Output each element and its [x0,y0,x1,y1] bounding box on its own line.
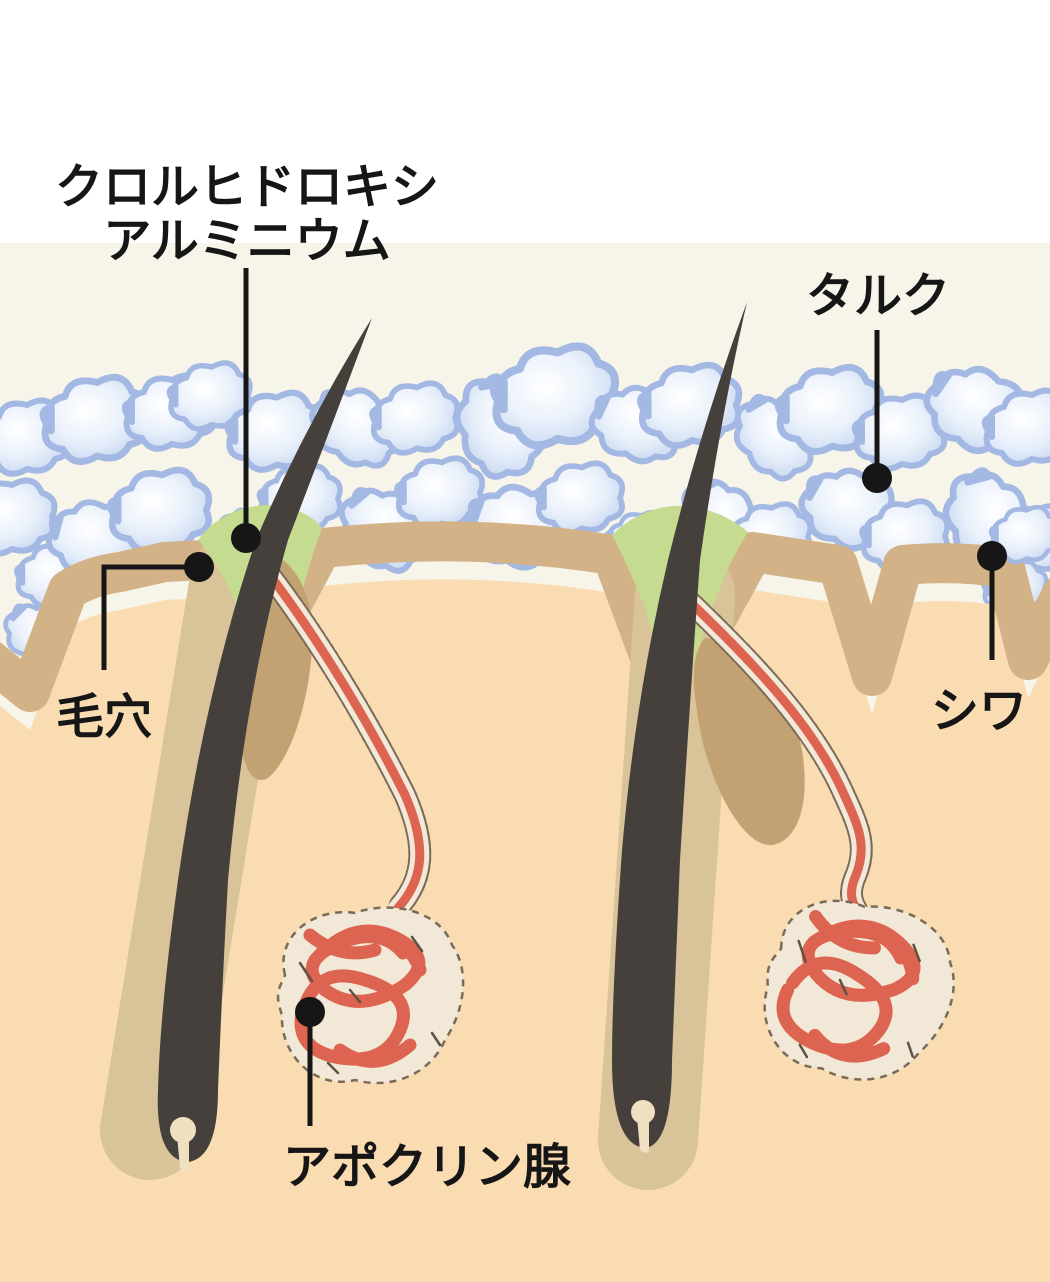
wrinkle-label-text: シワ [931,683,1027,739]
skin-surface-band [0,521,1050,726]
chlorohydroxy-aluminum-pointer-dot [231,523,261,553]
chlorohydroxy-aluminum-label-line1: クロルヒドロキシ [55,159,439,215]
talc-label-text: タルク [806,268,950,324]
label-wrinkle: シワ [931,541,1027,739]
apocrine-gland-label-text: アポクリン腺 [283,1139,572,1195]
chlorohydroxy-aluminum-label-line2: アルミニウム [103,213,391,269]
label-apocrine-gland: アポクリン腺 [283,997,572,1195]
apocrine-ducts [260,566,873,924]
label-chlorohydroxy-aluminum: クロルヒドロキシ アルミニウム [55,159,439,553]
background-top-white [0,0,1050,243]
pore-pointer-line [101,564,199,670]
apocrine-duct-right [676,588,873,924]
label-talc: タルク [806,268,950,493]
hair-shaft-right [612,302,747,1148]
apocrine-duct-left [260,566,432,920]
hair-bulb-notch-left [170,1117,196,1171]
pore-label-text: 毛穴 [56,689,152,745]
apocrine-gland-left [278,908,463,1084]
label-pore: 毛穴 [56,552,214,745]
hairs [157,302,747,1171]
hair-bulb-notch-right [631,1100,655,1153]
hair-shaft-left [157,318,372,1162]
talc-pointer-dot [862,463,892,493]
